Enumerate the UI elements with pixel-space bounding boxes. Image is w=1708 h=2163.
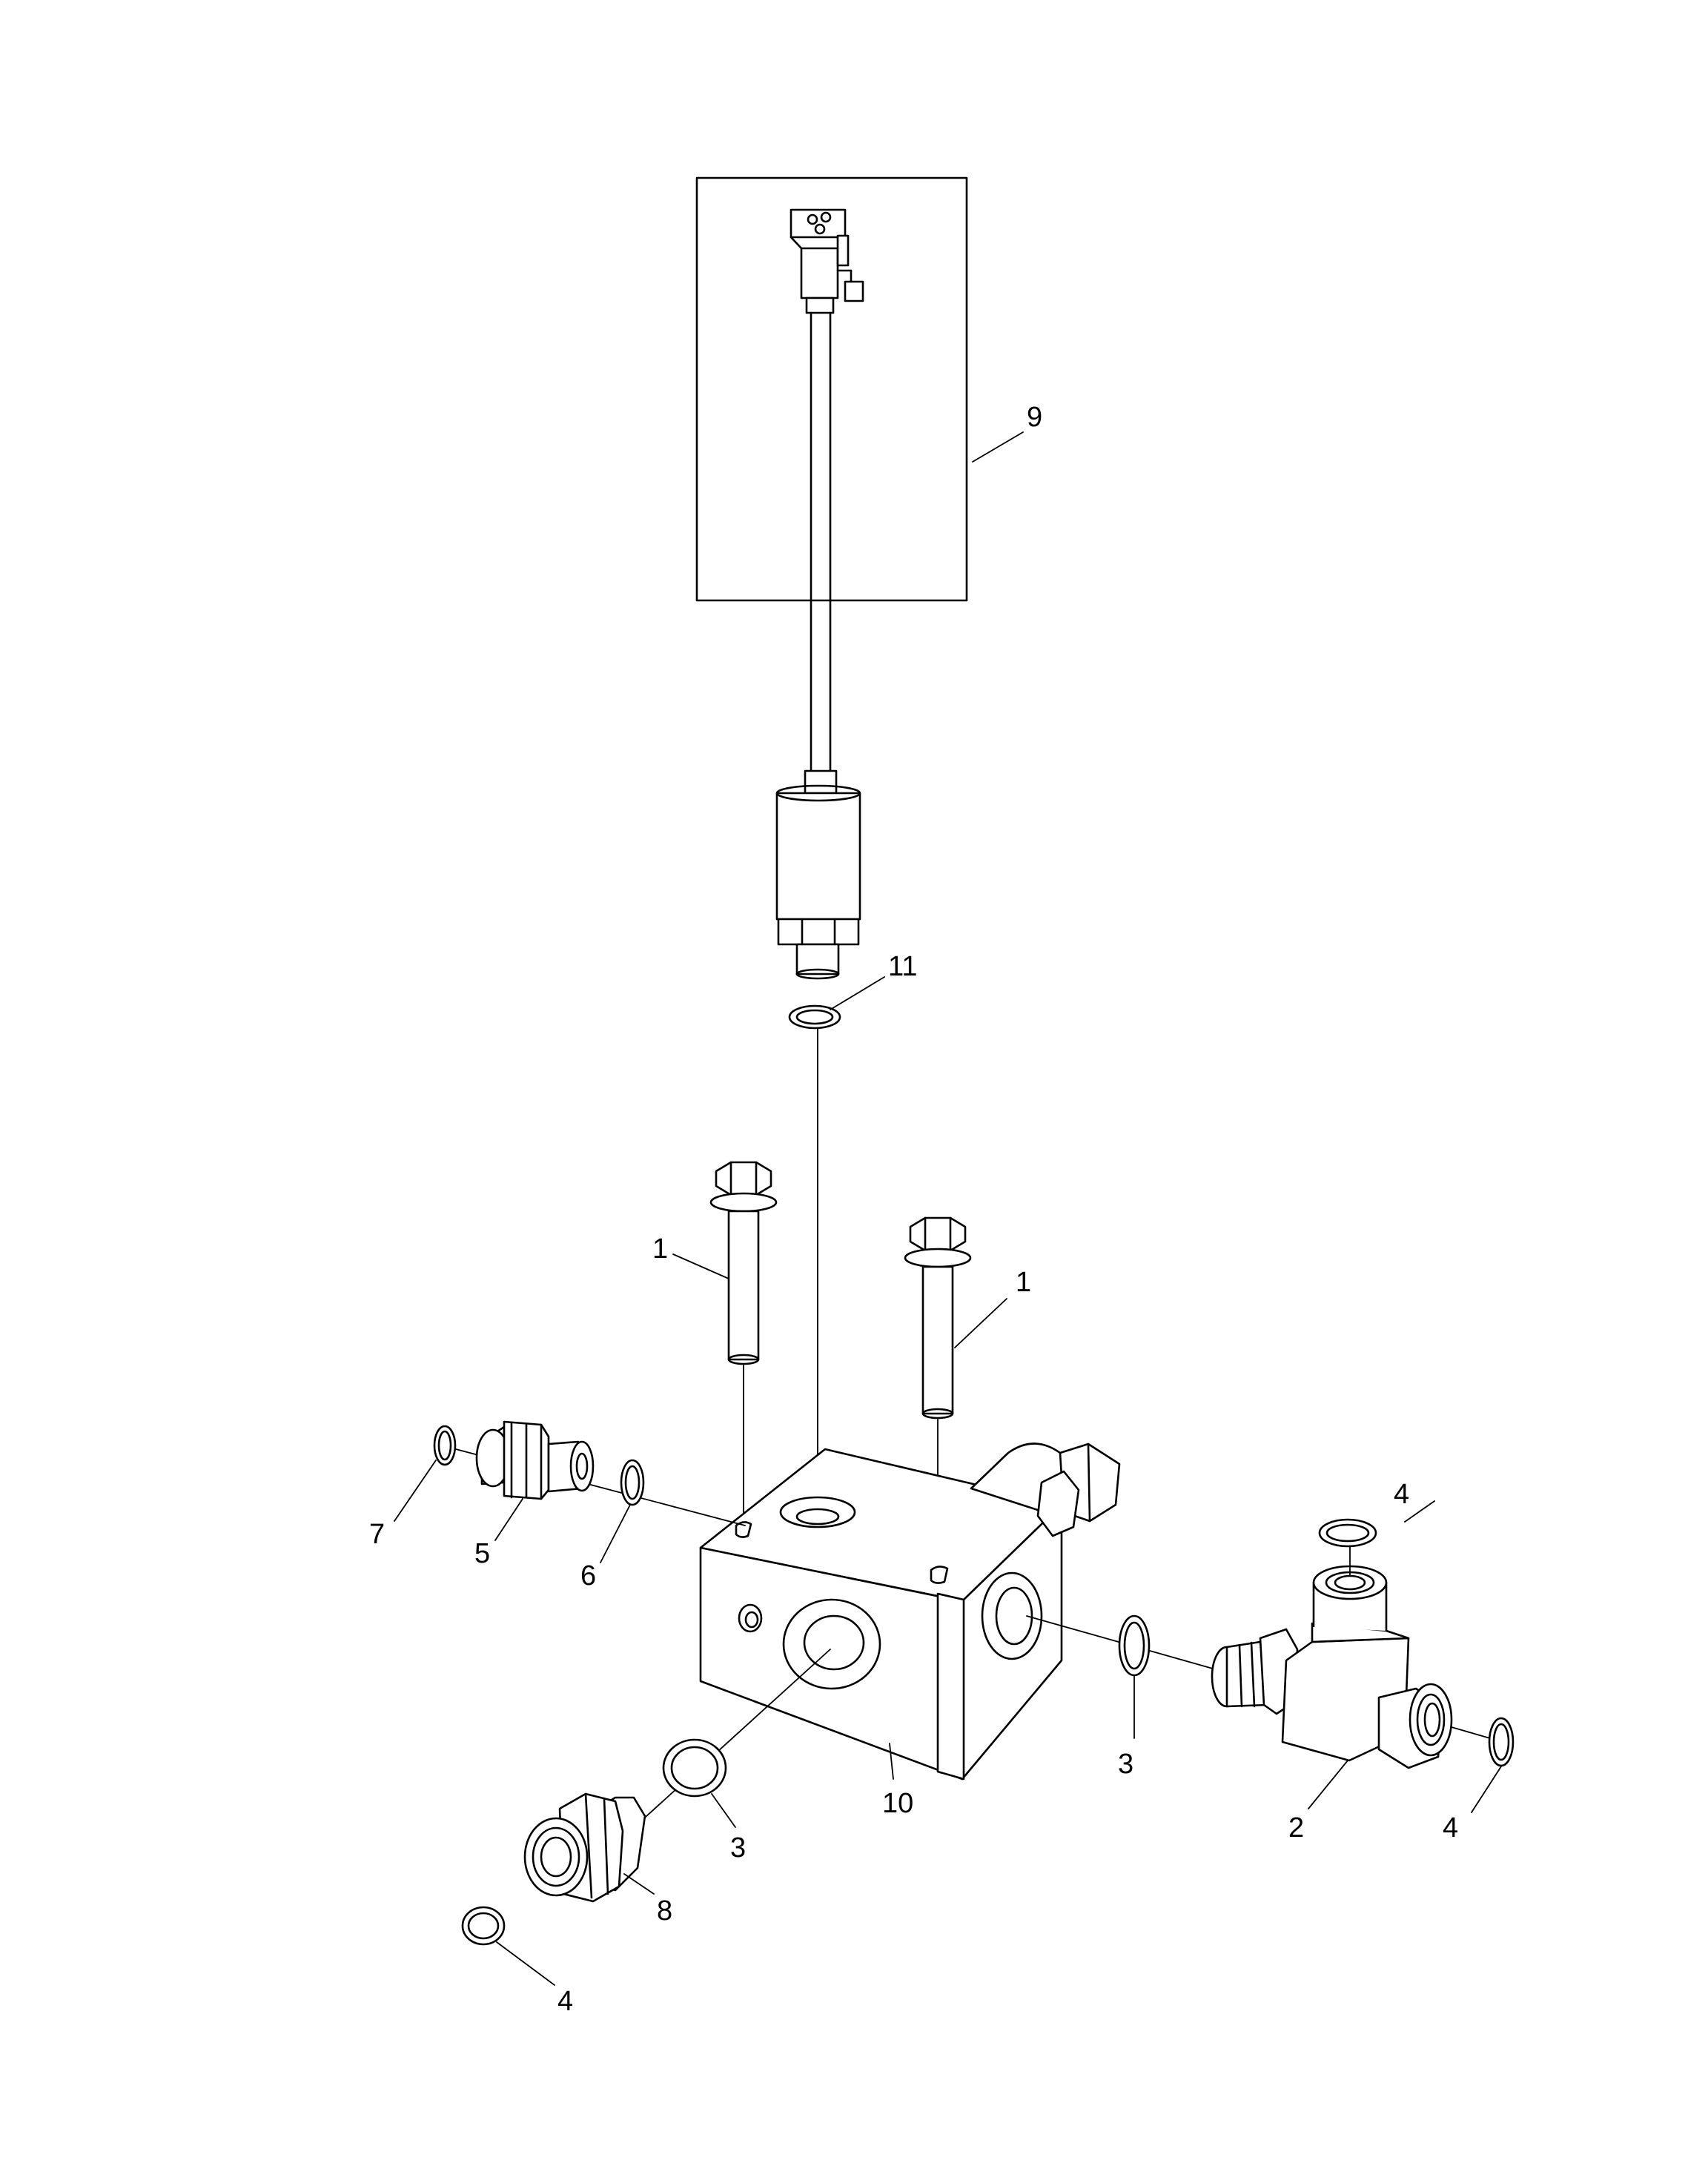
sensor-kit-group: [695, 176, 968, 1517]
callout-9: 9: [1027, 402, 1042, 433]
callout-3-right: 3: [1118, 1749, 1133, 1780]
callout-6: 6: [580, 1560, 596, 1591]
callout-7: 7: [369, 1519, 385, 1550]
callout-10: 10: [882, 1788, 913, 1819]
o-ring-7: [433, 1425, 457, 1466]
kit-boundary-box: [695, 176, 968, 602]
callout-1-left: 1: [652, 1233, 668, 1265]
o-ring-4-top: [1318, 1518, 1377, 1548]
callout-4-top: 4: [1394, 1479, 1409, 1510]
sensor-cable: [810, 311, 832, 784]
bolt-left: [709, 1161, 778, 1528]
o-ring-6: [620, 1459, 645, 1506]
callout-2: 2: [1288, 1812, 1304, 1844]
o-ring-3-right: [1118, 1614, 1151, 1677]
o-ring-3-front: [662, 1738, 727, 1798]
callout-labels: 9 11 1 1 7 5 6 4 3 10 2 4 3 8 4: [369, 402, 1458, 2017]
sensor-connector: [790, 208, 864, 314]
callout-1-right: 1: [1016, 1267, 1031, 1298]
leader-lines: [394, 431, 1502, 1986]
fitting-8: [523, 1792, 646, 1903]
callout-3-front: 3: [730, 1832, 746, 1864]
callout-4-front: 4: [557, 1986, 573, 2017]
bolt-right: [904, 1216, 972, 1580]
tee-fitting-2: [1211, 1565, 1453, 1769]
o-ring-4-right: [1488, 1717, 1515, 1767]
o-ring-11: [788, 1004, 841, 1030]
fitting-5: [475, 1420, 595, 1500]
o-ring-4-front: [461, 1906, 506, 1946]
sensor-body: [775, 769, 861, 980]
callout-8: 8: [657, 1895, 672, 1927]
callout-11: 11: [888, 951, 917, 982]
manifold-block: [699, 1442, 1121, 1781]
callout-5: 5: [474, 1538, 490, 1569]
callout-4-right: 4: [1443, 1812, 1458, 1844]
